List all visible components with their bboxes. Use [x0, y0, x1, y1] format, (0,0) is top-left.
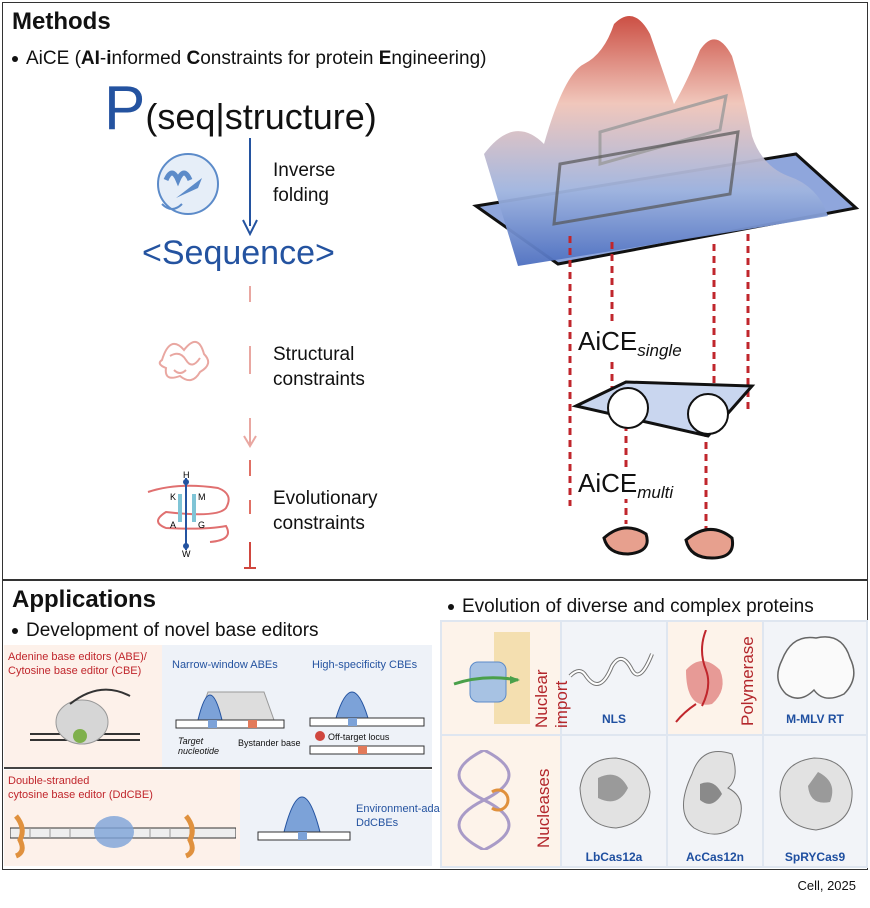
residue-k: K	[170, 492, 176, 502]
nls-cell	[562, 622, 666, 734]
structural-constraints-label: Structural constraints	[273, 344, 365, 390]
formula-rest: (seq|structure)	[145, 96, 377, 137]
base-editor-dna-icon	[30, 688, 140, 745]
target-nucleotide-label: Target nucleotide	[178, 736, 220, 756]
nucleases-label: Nucleases	[534, 768, 553, 848]
formula: P(seq|structure)	[104, 78, 377, 148]
high-specificity-plot	[309, 691, 425, 755]
narrow-window-label: Narrow-window ABEs	[172, 659, 278, 671]
bystander-base-label: Bystander base	[238, 738, 301, 748]
ddcbe-label: Double-stranded cytosine base editor (Dd…	[8, 775, 153, 801]
dna-helix-icon	[457, 750, 511, 850]
env-adaptive-plot	[257, 796, 351, 841]
bullet-dot	[12, 55, 18, 62]
coiled-structure-icon	[158, 341, 210, 382]
narrow-window-plot	[175, 691, 285, 729]
abe-cbe-label: Adenine base editors (ABE)/ Cytosine bas…	[8, 651, 147, 677]
ddcbe-dna-icon	[10, 814, 236, 859]
evolutionary-constraints-label: Evolutionary constraints	[273, 488, 378, 534]
nls-peptide-icon	[568, 653, 654, 686]
mmlv-label: M-MLV RT	[786, 712, 844, 726]
citation: Cell, 2025	[797, 878, 856, 893]
aice-single-label: AiCEsingle	[578, 326, 682, 360]
aice-multi-label: AiCEmulti	[578, 468, 674, 502]
sprycas9-structure-icon	[779, 757, 853, 831]
off-target-label: Off-target locus	[328, 732, 390, 742]
applications-title: Applications	[12, 586, 157, 613]
nucleases-cell	[442, 736, 560, 866]
methods-panel	[2, 2, 868, 580]
sprycas9-label: SpRYCas9	[784, 850, 846, 864]
lbcas12a-label: LbCas12a	[585, 850, 643, 864]
sequence-label: <Sequence>	[142, 234, 335, 272]
base-editor-divider	[4, 767, 432, 769]
accas12n-label: AcCas12n	[685, 850, 745, 864]
nuclear-pore-icon	[453, 632, 530, 724]
evolutionary-coupling-icon: H K M A G W	[147, 470, 230, 558]
inverse-folding-arrow	[242, 138, 258, 236]
constraint-flow-dashes	[243, 286, 257, 569]
ddcbe-variants-panel	[240, 770, 432, 866]
lbcas12a-structure-icon	[579, 757, 651, 829]
formula-p: P	[104, 74, 146, 143]
accas12n-structure-icon	[683, 751, 742, 835]
mmlv-structure-icon	[777, 636, 855, 699]
applications-right-bullet: Evolution of diverse and complex protein…	[448, 596, 814, 618]
bullet-dot	[448, 603, 454, 610]
residue-w: W	[182, 549, 191, 558]
polymerase-icon	[675, 630, 723, 723]
inverse-folding-label: Inverse folding	[273, 160, 336, 206]
residue-g: G	[198, 520, 205, 530]
residue-m: M	[198, 492, 206, 502]
high-specificity-label: High-specificity CBEs	[312, 659, 418, 671]
env-adaptive-label: Environment-adaptive DdCBEs	[356, 803, 464, 829]
polymerase-label: Polymerase	[738, 636, 757, 726]
methods-title: Methods	[12, 8, 111, 35]
nls-label: NLS	[602, 712, 626, 726]
protein-structure-icon	[157, 153, 219, 215]
applications-left-bullet: Development of novel base editors	[12, 620, 319, 642]
fitness-landscape-illustration	[472, 16, 860, 560]
residue-a: A	[170, 520, 176, 530]
methods-subtitle: AiCE (AI-informed Constraints for protei…	[12, 48, 486, 70]
residue-h: H	[183, 470, 190, 480]
bullet-dot	[12, 627, 18, 634]
